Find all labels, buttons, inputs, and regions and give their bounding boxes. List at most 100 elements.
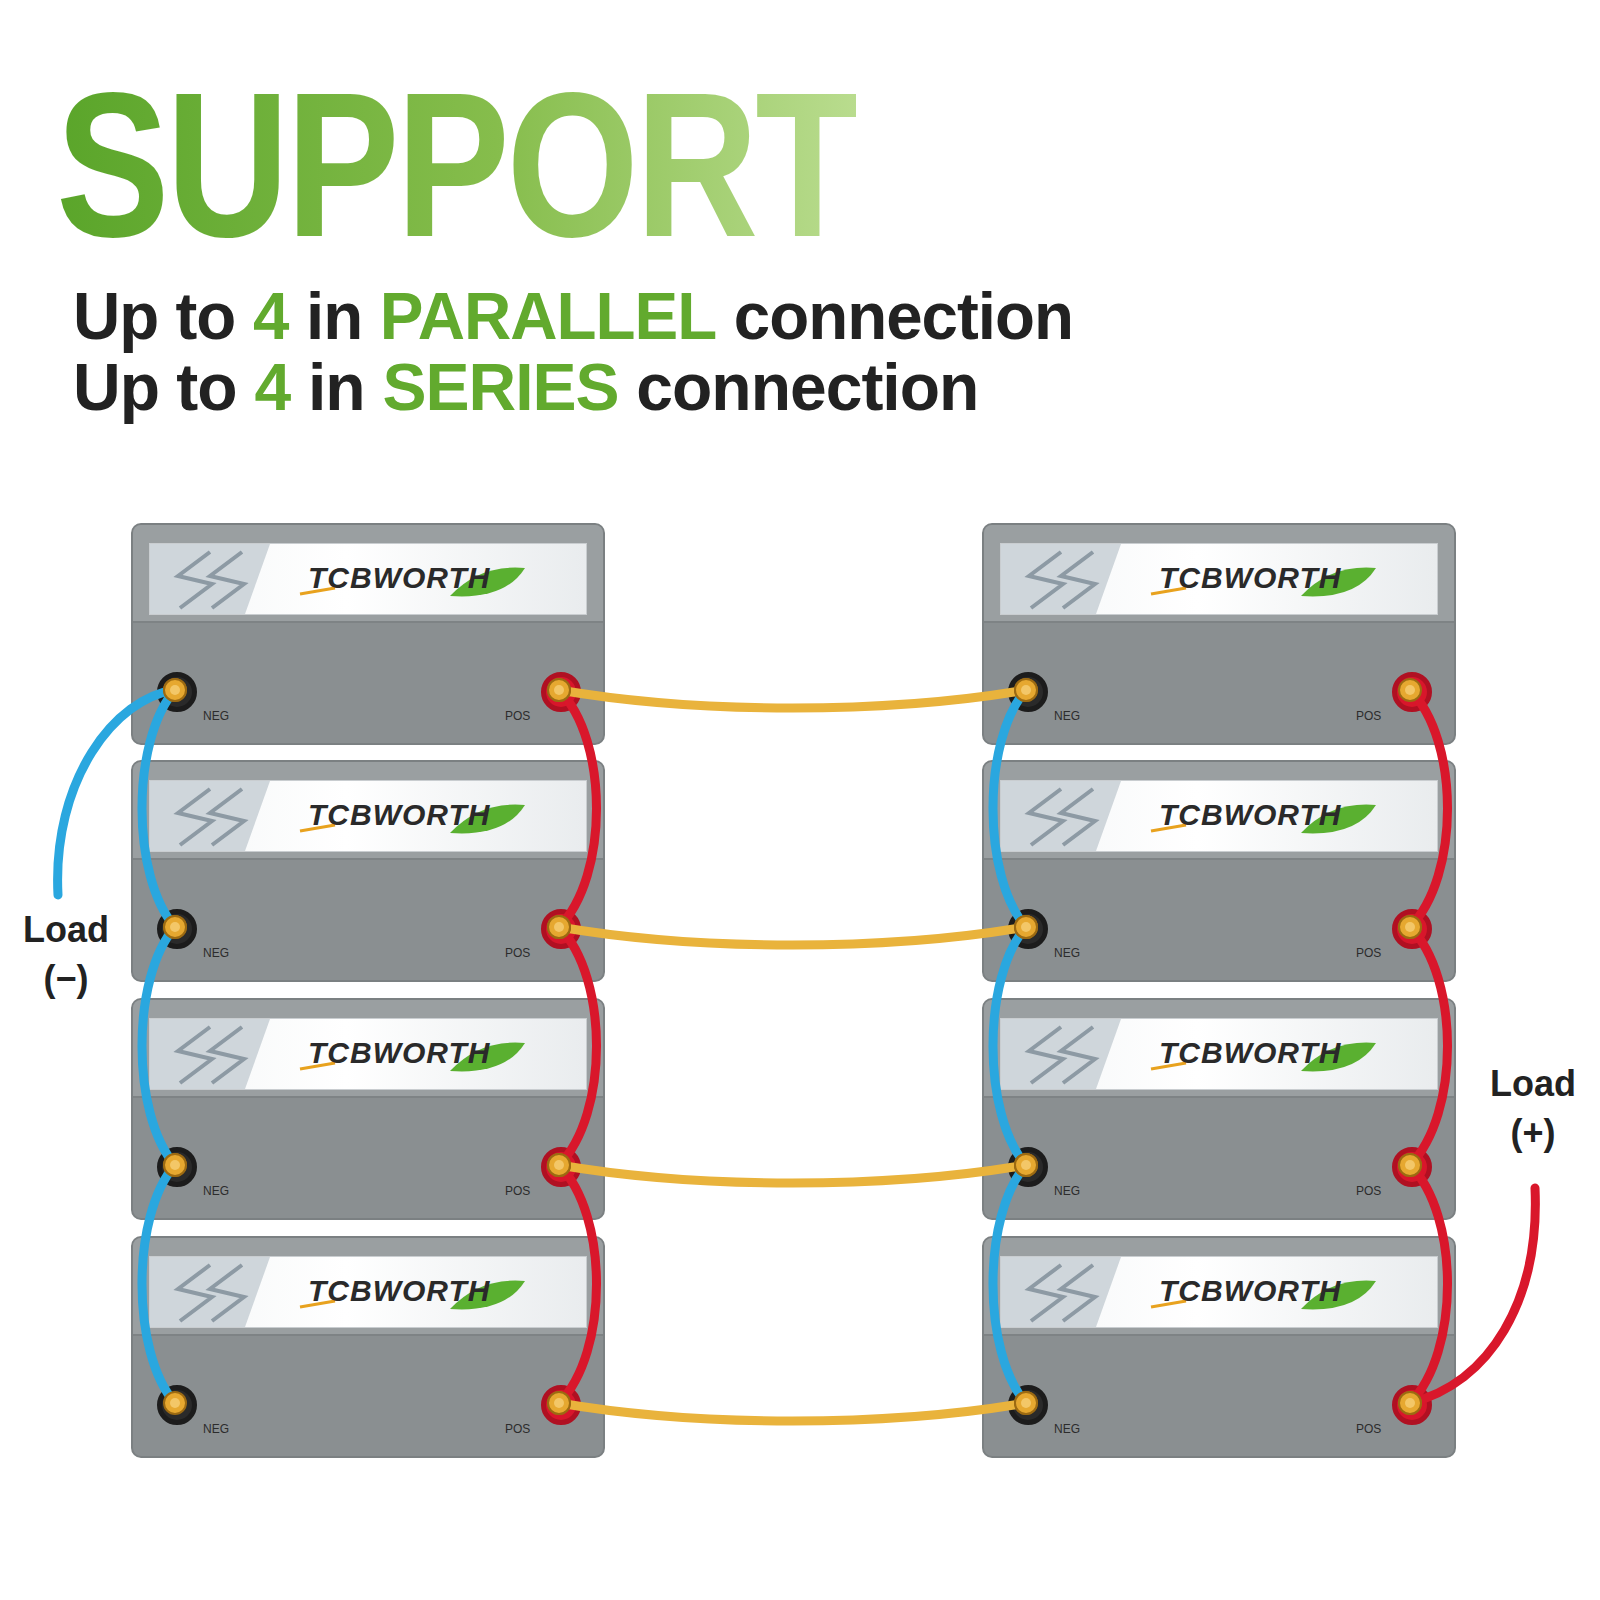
terminal-label: POS [1356,1422,1381,1436]
terminal-label: NEG [1054,1422,1080,1436]
band-shade [1001,781,1121,851]
battery: TCBWORTH NEG POS [131,523,605,745]
battery: TCBWORTHNEGPOS [131,760,605,982]
terminal-label: POS [1356,1184,1381,1198]
bolt-highlight [1405,685,1415,695]
bolt-highlight [1021,1398,1031,1408]
neg-label-holder: NEG [203,1419,229,1437]
terminal-bolt [1399,1392,1421,1414]
terminal-label: NEG [203,946,229,960]
bolt-highlight [1405,1160,1415,1170]
zigzag [1029,1027,1063,1083]
band-shade [1001,544,1121,614]
pos-label-holder: POS [1356,706,1381,724]
brand-logo: TCBWORTH [1159,798,1341,831]
positive-wire [559,927,597,1165]
highlight-word: 4 [253,279,288,353]
brand-logo: TCBWORTH [1159,561,1341,594]
negative-wire [142,1165,175,1403]
terminal-bolt [164,1154,186,1176]
terminal-bolt [548,1154,570,1176]
terminal-label: NEG [203,1422,229,1436]
bolt-highlight [554,1160,564,1170]
highlight-word: 4 [254,350,290,424]
battery: TCBWORTHNEGPOS [982,760,1456,982]
series-wire [559,1165,1026,1183]
headline: Up to4inPARALLELconnection [73,283,1073,349]
terminal-bolt [164,1392,186,1414]
neg-label-holder: NEG [1054,1181,1080,1199]
bolt-highlight [1021,922,1031,932]
positive-wire [1410,690,1448,927]
negative-wire [142,690,175,927]
band-shade [150,781,270,851]
terminal-bolt [164,916,186,938]
band-shade [150,1019,270,1089]
terminal-label: POS [505,709,530,723]
pos-label-holder: POS [1356,943,1381,961]
terminal-bolt [548,1154,570,1176]
zigzag [210,1027,244,1083]
band-shade [1001,1019,1121,1089]
neg-label-holder: NEG [203,706,229,724]
headline-word: in [308,350,365,424]
logo-holder: TCBWORTH [1159,1274,1341,1308]
neg-label-holder: NEG [1054,1419,1080,1437]
brand-logo: TCBWORTH [1159,1036,1341,1069]
zigzag [210,1265,244,1321]
battery: TCBWORTHNEGPOS [131,998,605,1220]
bolt-highlight [1021,1160,1031,1170]
bolt-highlight [1405,1160,1415,1170]
bolt-highlight [170,685,180,695]
terminal-label: NEG [203,709,229,723]
terminal-bolt [1015,916,1037,938]
terminal-bolt [548,679,570,701]
bolt-highlight [554,1160,564,1170]
bolt-highlight [1021,1160,1031,1170]
terminal-label: NEG [203,1184,229,1198]
zigzag [1029,552,1063,608]
zigzag [1061,552,1095,608]
negative-wire [142,927,175,1165]
pos-label-holder: POS [505,1419,530,1437]
terminal-bolt [1015,1392,1037,1414]
band-shade [1001,1257,1121,1327]
pos-label-holder: POS [505,1181,530,1199]
battery: TCBWORTH NEG POS [982,998,1456,1220]
terminal-bolt [1015,1154,1037,1176]
terminal-bolt [1015,1154,1037,1176]
bolt-highlight [554,1160,564,1170]
band-shade [150,1257,270,1327]
bolt-highlight [554,1398,564,1408]
logo-holder: TCBWORTH [308,798,490,832]
terminal-bolt [1399,916,1421,938]
zigzag [1029,789,1063,845]
brand-logo: TCBWORTH [308,561,490,594]
zigzag [1061,1265,1095,1321]
terminal-bolt [1015,916,1037,938]
load-holder: Load (+) [1478,1060,1588,1157]
negative-wire [993,1165,1026,1403]
logo-holder: TCBWORTH [1159,561,1341,595]
zigzag [178,1027,212,1083]
terminal-bolt [548,679,570,701]
headline-holder: Up to4inSERIESconnection [73,354,978,420]
negative-wire [993,927,1026,1165]
terminal-label: POS [505,1184,530,1198]
terminal-bolt [548,916,570,938]
bolt-highlight [1405,1398,1415,1408]
logo-holder: TCBWORTH [308,1274,490,1308]
terminal-bolt [164,1154,186,1176]
terminal-bolt [1399,1154,1421,1176]
zigzag [1061,1027,1095,1083]
bolt-highlight [170,1160,180,1170]
zigzag [210,552,244,608]
bolt-highlight [554,922,564,932]
terminal-bolt [1399,679,1421,701]
load-negative-wire [58,690,175,895]
bolt-highlight [1405,922,1415,932]
neg-label-holder: NEG [203,1181,229,1199]
brand-logo: TCBWORTH [1159,1274,1341,1307]
bolt-highlight [554,1398,564,1408]
headline-word: Up to [73,350,237,424]
